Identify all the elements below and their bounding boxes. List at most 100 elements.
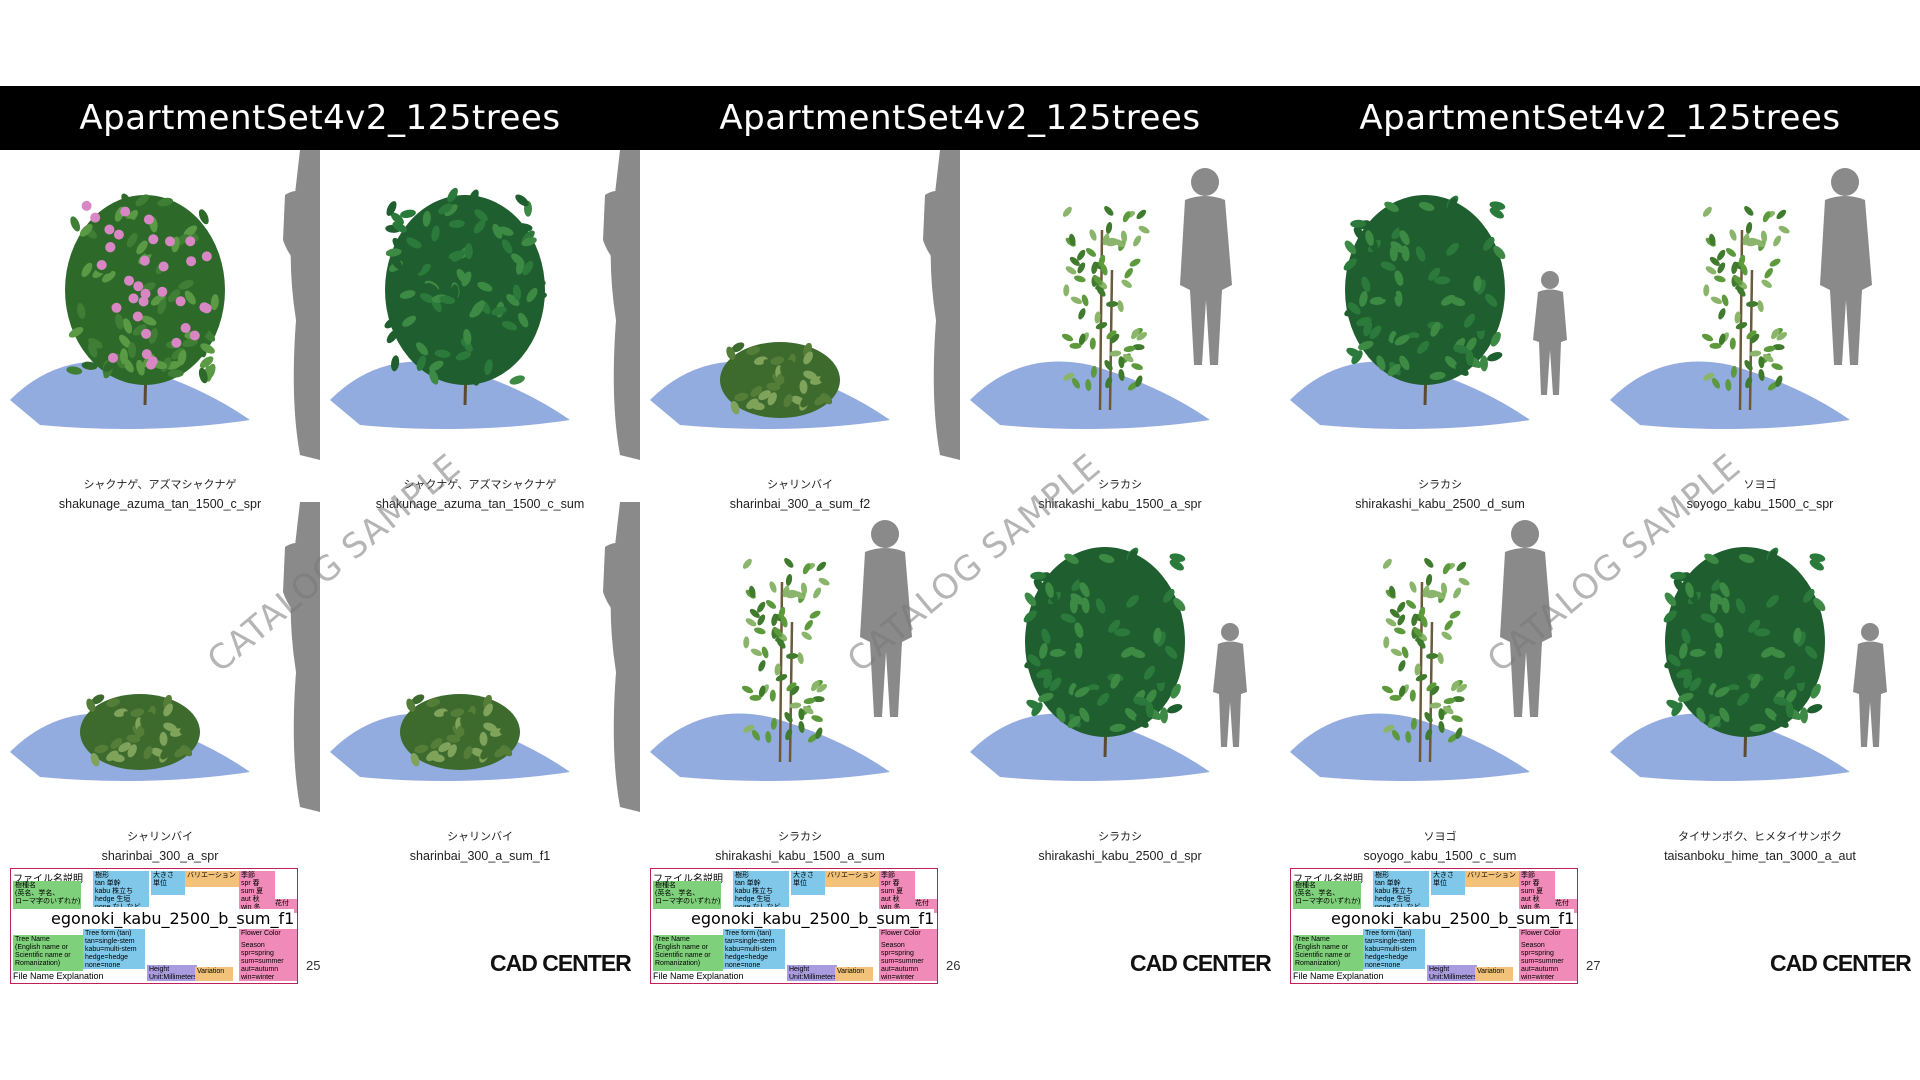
legend-block-flower-color-en: Flower Color [1519, 929, 1577, 941]
tree-name-ja: シャリンバイ [447, 830, 513, 843]
tree-image [1610, 547, 1887, 781]
tree-image [1610, 168, 1872, 429]
page-number: 27 [1586, 958, 1601, 973]
page-title: ApartmentSet4v2_125trees [1359, 98, 1841, 138]
tree-image [330, 502, 640, 812]
tree-file-name: shirakashi_kabu_2500_d_spr [1038, 849, 1202, 863]
tree-file-name: shirakashi_kabu_2500_d_sum [1355, 497, 1525, 511]
tree-name-ja: ソヨゴ [1743, 478, 1777, 491]
tree-card: シラカシ shirakashi_kabu_1500_a_spr [960, 150, 1280, 511]
legend-block-height-en: Height Unit:Millimeters [1427, 965, 1477, 981]
file-name-legend: ファイル名説明樹種名 (英名、学名、 ローマ字のいずれか) 樹形 tan 単幹 k… [10, 868, 298, 984]
legend-block-tree-form-en: Tree form (tan) tan=single-stem kabu=mul… [723, 929, 785, 969]
tree-file-name: sharinbai_300_a_spr [101, 849, 219, 863]
legend-footer: File Name Explanation [653, 971, 744, 981]
tree-file-name: shirakashi_kabu_1500_a_spr [1038, 497, 1202, 511]
legend-block-name-ja: 樹種名 (英名、学名、 ローマ字のいずれか) [653, 881, 721, 909]
catalog-page: シャクナゲ、アズマシャクナゲ shakunage_azuma_tan_1500_c… [0, 150, 640, 1010]
tree-image [1290, 520, 1552, 781]
legend-block-season-ja: 季節 spr 春 sum 夏 aut 秋 win 冬 [879, 871, 915, 913]
tree-name-ja: シャリンバイ [127, 830, 193, 843]
legend-block-variation-ja: バリエーション [185, 871, 239, 887]
legend-block-variation-en: Variation [195, 967, 233, 981]
tree-name-ja: ソヨゴ [1423, 830, 1457, 843]
tree-name-ja: タイサンボク、ヒメタイサンボク [1677, 830, 1842, 843]
tree-file-name: shirakashi_kabu_1500_a_sum [715, 849, 885, 863]
legend-block-flower-color-en: Flower Color [879, 929, 937, 941]
legend-block-season-en: Season spr=spring sum=summer aut=autumn … [1519, 941, 1577, 981]
tree-name-ja: シラカシ [778, 830, 822, 843]
legend-block-variation-en: Variation [835, 967, 873, 981]
legend-header: ファイル名説明 [653, 874, 723, 885]
legend-block-tree-name-en: Tree Name (English name or Scientific na… [13, 935, 83, 971]
legend-footer: File Name Explanation [13, 971, 104, 981]
legend-block-name-ja: 樹種名 (英名、学名、 ローマ字のいずれか) [1293, 881, 1361, 909]
legend-block-size-ja: 大きさ 単位 [151, 871, 185, 895]
tree-image [10, 150, 320, 460]
page-title: ApartmentSet4v2_125trees [719, 98, 1201, 138]
legend-block-tree-name-en: Tree Name (English name or Scientific na… [653, 935, 723, 971]
legend-block-variation-ja: バリエーション [825, 871, 879, 887]
title-bar: ApartmentSet4v2_125trees ApartmentSet4v2… [0, 86, 1920, 150]
tree-card: ソヨゴ soyogo_kabu_1500_c_spr [1600, 150, 1920, 511]
legend-block-season-en: Season spr=spring sum=summer aut=autumn … [239, 941, 297, 981]
tree-image [1290, 195, 1567, 429]
legend-block-flower-color-en: Flower Color [239, 929, 297, 941]
legend-block-form-ja: 樹形 tan 単幹 kabu 株立ち hedge 生垣 none なしなど [733, 871, 789, 907]
tree-card: シャリンバイ sharinbai_300_a_sum_f1 [320, 502, 640, 863]
tree-file-name: shakunage_azuma_tan_1500_c_sum [375, 497, 585, 511]
legend-header: ファイル名説明 [1293, 874, 1363, 885]
tree-image [650, 520, 912, 781]
file-name-legend: ファイル名説明樹種名 (英名、学名、 ローマ字のいずれか) 樹形 tan 単幹 k… [650, 868, 938, 984]
legend-header: ファイル名説明 [13, 874, 83, 885]
tree-card: シャリンバイ sharinbai_300_a_sum_f2 [640, 150, 960, 511]
legend-block-height-en: Height Unit:Millimeters [147, 965, 197, 981]
tree-file-name: taisanboku_hime_tan_3000_a_aut [1664, 849, 1856, 863]
legend-block-variation-ja: バリエーション [1465, 871, 1519, 887]
legend-block-form-ja: 樹形 tan 単幹 kabu 株立ち hedge 生垣 none なしなど [1373, 871, 1429, 907]
tree-image [970, 547, 1247, 781]
tree-card: タイサンボク、ヒメタイサンボク taisanboku_hime_tan_3000_… [1600, 502, 1920, 863]
tree-name-ja: シャクナゲ、アズマシャクナゲ [83, 478, 237, 491]
legend-block-name-ja: 樹種名 (英名、学名、 ローマ字のいずれか) [13, 881, 81, 909]
catalog-page: シャリンバイ sharinbai_300_a_sum_f2 シラカシ shirakas… [640, 150, 1280, 1010]
legend-block-form-ja: 樹形 tan 単幹 kabu 株立ち hedge 生垣 none なしなど [93, 871, 149, 907]
tree-name-ja: シャクナゲ、アズマシャクナゲ [403, 478, 557, 491]
catalog-page: シラカシ shirakashi_kabu_2500_d_sum ソヨゴ soyogo_… [1280, 150, 1920, 1010]
legend-block-variation-en: Variation [1475, 967, 1513, 981]
tree-image [970, 168, 1232, 429]
legend-block-size-ja: 大きさ 単位 [791, 871, 825, 895]
brand-logo: CAD CENTER [1130, 950, 1272, 976]
page-number: 26 [946, 958, 961, 973]
tree-file-name: shakunage_azuma_tan_1500_c_spr [58, 497, 262, 511]
tree-file-name: soyogo_kabu_1500_c_sum [1363, 849, 1517, 863]
legend-example-filename: egonoki_kabu_2500_b_sum_f1 [691, 909, 935, 928]
tree-card: シャクナゲ、アズマシャクナゲ shakunage_azuma_tan_1500_c… [0, 150, 320, 511]
tree-card: シラカシ shirakashi_kabu_2500_d_spr [960, 502, 1280, 863]
tree-name-ja: シャリンバイ [767, 478, 833, 491]
legend-block-season-en: Season spr=spring sum=summer aut=autumn … [879, 941, 937, 981]
brand-logo: CAD CENTER [1770, 950, 1912, 976]
tree-image [650, 150, 960, 460]
tree-name-ja: シラカシ [1098, 830, 1142, 843]
tree-file-name: sharinbai_300_a_sum_f2 [729, 497, 871, 511]
tree-card: シラカシ shirakashi_kabu_1500_a_sum [640, 502, 960, 863]
legend-block-height-en: Height Unit:Millimeters [787, 965, 837, 981]
legend-footer: File Name Explanation [1293, 971, 1384, 981]
tree-name-ja: シラカシ [1418, 478, 1462, 491]
legend-block-season-ja: 季節 spr 春 sum 夏 aut 秋 win 冬 [239, 871, 275, 913]
tree-image [330, 150, 640, 460]
tree-card: シャリンバイ sharinbai_300_a_spr [0, 502, 320, 863]
page-number: 25 [306, 958, 321, 973]
legend-block-size-ja: 大きさ 単位 [1431, 871, 1465, 895]
tree-file-name: soyogo_kabu_1500_c_spr [1686, 497, 1834, 511]
tree-card: シャクナゲ、アズマシャクナゲ shakunage_azuma_tan_1500_c… [320, 150, 640, 511]
tree-file-name: sharinbai_300_a_sum_f1 [409, 849, 551, 863]
legend-block-tree-form-en: Tree form (tan) tan=single-stem kabu=mul… [1363, 929, 1425, 969]
tree-card: シラカシ shirakashi_kabu_2500_d_sum [1280, 150, 1600, 511]
file-name-legend: ファイル名説明樹種名 (英名、学名、 ローマ字のいずれか) 樹形 tan 単幹 k… [1290, 868, 1578, 984]
page-title: ApartmentSet4v2_125trees [79, 98, 561, 138]
legend-block-tree-name-en: Tree Name (English name or Scientific na… [1293, 935, 1363, 971]
legend-example-filename: egonoki_kabu_2500_b_sum_f1 [51, 909, 295, 928]
tree-name-ja: シラカシ [1098, 478, 1142, 491]
